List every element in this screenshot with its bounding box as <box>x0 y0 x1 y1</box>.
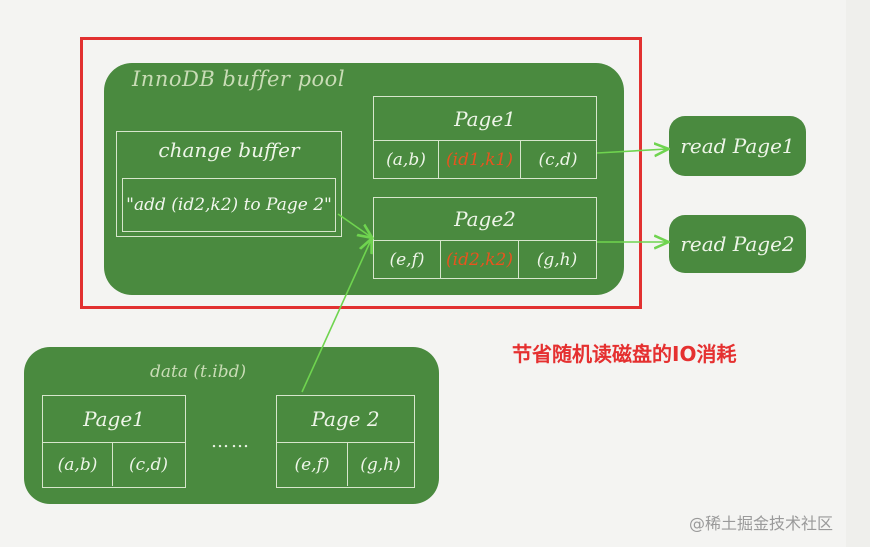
pool-page2-cell-ef: (e,f) <box>389 249 425 270</box>
background-strip <box>846 0 870 547</box>
annotation-text: 节省随机读磁盘的IO消耗 <box>512 342 737 366</box>
pool-page2: Page2 (e,f) (id2,k2) (g,h) <box>373 197 597 279</box>
data-page2-cell-gh: (g,h) <box>347 443 413 486</box>
data-page2: Page 2 (e,f) (g,h) <box>276 395 415 488</box>
data-page1-cell-ab: (a,b) <box>57 454 98 475</box>
change-buffer-entry: "add (id2,k2) to Page 2" <box>126 195 332 215</box>
data-page2-cell-ef: (e,f) <box>294 454 330 475</box>
pool-page2-cell-gh: (g,h) <box>518 241 595 278</box>
highlight-frame <box>80 37 642 309</box>
data-ellipsis: …… <box>211 431 251 452</box>
pool-page1: Page1 (a,b) (id1,k1) (c,d) <box>373 96 597 179</box>
change-buffer-entry-box: "add (id2,k2) to Page 2" <box>122 178 336 232</box>
pool-page1-cell-ab: (a,b) <box>386 149 426 170</box>
pool-page1-cell-cd: (c,d) <box>520 141 595 178</box>
read-page2-box: read Page2 <box>669 215 806 273</box>
pool-page2-cell-id2k2: (id2,k2) <box>440 241 518 278</box>
pool-page1-cell-id1k1: (id1,k1) <box>438 141 520 178</box>
data-page2-title: Page 2 <box>277 396 414 443</box>
change-buffer-box <box>116 131 342 237</box>
change-buffer-title: change buffer <box>158 138 300 162</box>
data-page1-cell-cd: (c,d) <box>112 443 184 486</box>
read-page1-box: read Page1 <box>669 116 806 176</box>
buffer-pool-title: InnoDB buffer pool <box>132 67 346 91</box>
data-page1: Page1 (a,b) (c,d) <box>42 395 186 488</box>
pool-page2-title: Page2 <box>374 198 596 241</box>
watermark-text: @稀土掘金技术社区 <box>689 514 834 533</box>
data-page1-title: Page1 <box>43 396 185 443</box>
pool-page1-title: Page1 <box>374 97 596 141</box>
data-file-title: data (t.ibd) <box>150 362 247 382</box>
